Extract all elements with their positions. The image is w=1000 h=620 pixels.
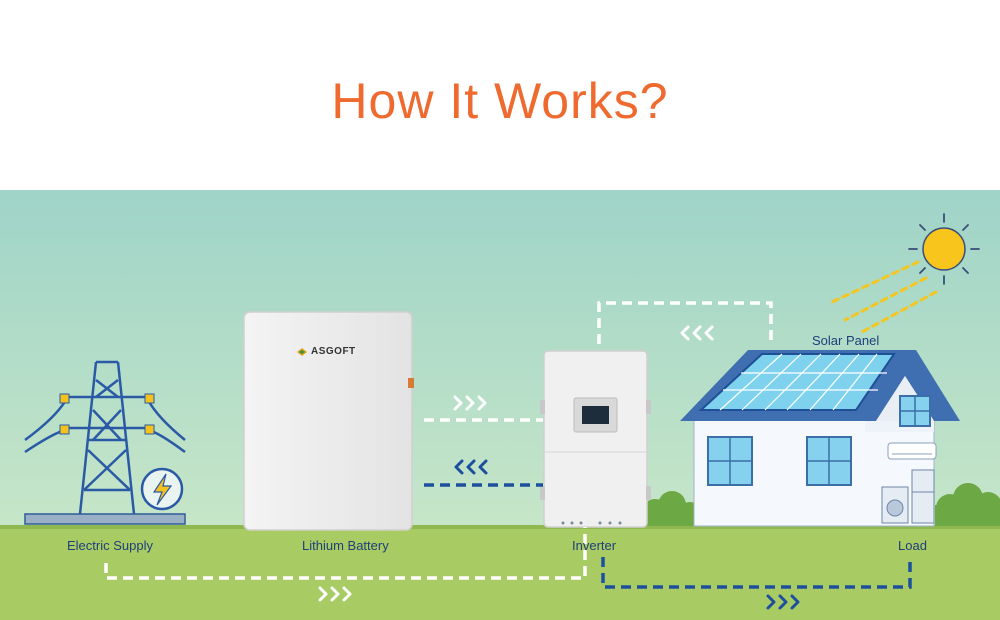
flow-inverter-to-load xyxy=(601,557,912,589)
page-title: How It Works? xyxy=(331,73,669,129)
sunlight-rays xyxy=(830,260,938,334)
air-conditioner-icon xyxy=(887,442,937,460)
refrigerator-icon xyxy=(911,469,935,524)
flow-solar-to-inverter xyxy=(597,301,773,350)
grass xyxy=(0,525,1000,620)
arrow-left-icon xyxy=(680,325,714,341)
label-lithium-battery: Lithium Battery xyxy=(302,538,389,553)
label-inverter: Inverter xyxy=(572,538,617,553)
label-solar-panel: Solar Panel xyxy=(812,333,880,348)
lithium-battery-unit xyxy=(243,311,414,531)
bushes xyxy=(640,483,1000,526)
arrow-right-icon xyxy=(318,586,352,602)
sun-icon xyxy=(908,213,980,285)
arrow-right-icon xyxy=(766,594,800,610)
brand-logo-icon xyxy=(297,348,307,356)
arrow-left-icon xyxy=(454,459,488,475)
flow-grid-loop xyxy=(104,527,587,580)
washing-machine-icon xyxy=(881,486,909,524)
battery-brand-label: ASGOFT xyxy=(311,346,356,357)
solar-panel-icon xyxy=(698,353,896,411)
inverter-unit xyxy=(540,350,651,528)
lightning-bolt-icon xyxy=(140,467,184,511)
electric-tower-icon xyxy=(24,360,186,525)
flow-lines-white xyxy=(104,301,773,580)
arrow-right-icon xyxy=(453,395,487,411)
label-electric-supply: Electric Supply xyxy=(67,538,153,553)
label-load: Load xyxy=(898,538,927,553)
house xyxy=(680,350,960,527)
header-area xyxy=(0,0,1000,190)
flow-lines-blue xyxy=(424,483,912,589)
